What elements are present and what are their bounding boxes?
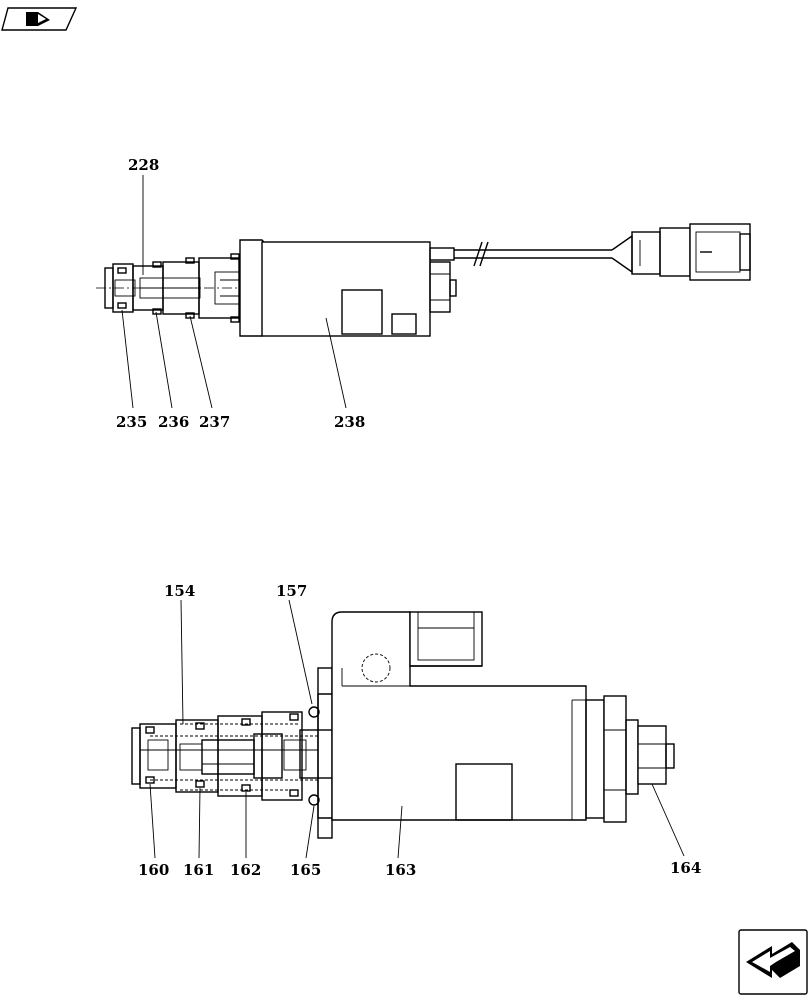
next-page-arrow-icon[interactable] xyxy=(738,929,808,995)
upper-leader-lines xyxy=(121,175,347,409)
callout-163: 163 xyxy=(385,861,416,879)
callout-235: 235 xyxy=(116,413,147,431)
callout-154: 154 xyxy=(164,582,195,600)
callout-236: 236 xyxy=(158,413,189,431)
callout-238: 238 xyxy=(334,413,365,431)
callout-161: 161 xyxy=(183,861,214,879)
lower-callout-labels: 154 157 160 161 162 165 163 164 xyxy=(138,582,701,879)
callout-165: 165 xyxy=(290,861,321,879)
lower-leader-lines xyxy=(149,599,685,859)
callout-164: 164 xyxy=(670,859,701,877)
upper-solenoid-valve xyxy=(96,223,751,337)
callout-162: 162 xyxy=(230,861,261,879)
callout-160: 160 xyxy=(138,861,169,879)
lower-solenoid-valve xyxy=(131,611,675,839)
upper-callout-labels: 228 235 236 237 238 xyxy=(116,156,365,431)
callout-157: 157 xyxy=(276,582,307,600)
callout-237: 237 xyxy=(199,413,230,431)
book-page-icon[interactable] xyxy=(1,7,78,31)
callout-228: 228 xyxy=(128,156,159,174)
